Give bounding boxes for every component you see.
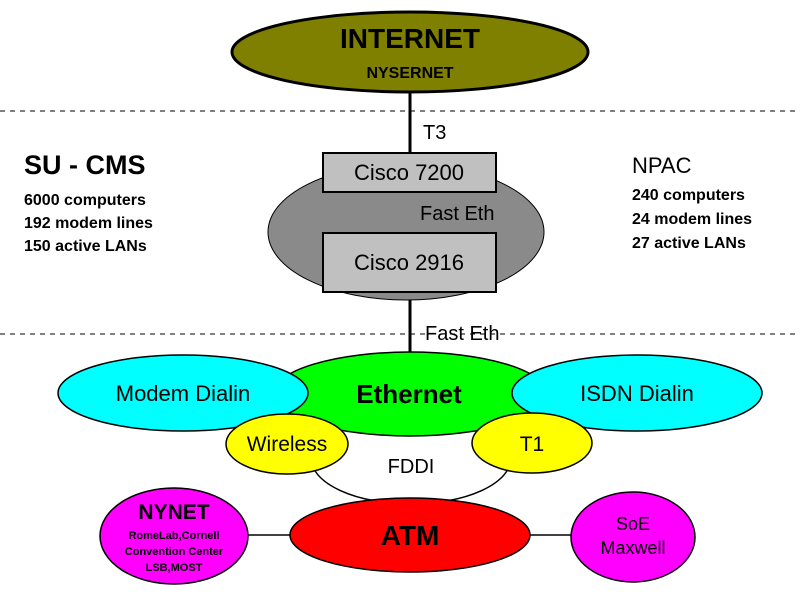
- modem-dialin-ellipse: [57, 354, 309, 432]
- npac-title: NPAC: [632, 153, 692, 178]
- cisco-7200-box: [322, 152, 497, 193]
- fddi-label: FDDI: [388, 456, 435, 478]
- cisco-2916-box: [322, 232, 497, 293]
- ethernet-label: Ethernet: [356, 379, 462, 409]
- isdn-dialin-label: ISDN Dialin: [580, 381, 694, 406]
- t1-label: T1: [520, 433, 545, 456]
- su-cms-line: 150 active LANs: [24, 238, 147, 255]
- isdn-dialin-ellipse: [511, 354, 763, 432]
- internet-subtitle: NYSERNET: [366, 65, 453, 82]
- su-cms-line: 6000 computers: [24, 192, 146, 209]
- fast-eth-bottom-label: Fast Eth: [425, 323, 499, 345]
- internet-title: INTERNET: [340, 23, 480, 54]
- npac-line: 240 computers: [632, 187, 745, 204]
- wireless-ellipse: [225, 413, 349, 475]
- t3-link-label: T3: [423, 122, 446, 144]
- nynet-line: LSB,MOST: [146, 562, 203, 574]
- nynet-ellipse: [99, 487, 249, 585]
- t1-ellipse: [471, 412, 593, 474]
- nynet-line: Convention Center: [125, 546, 224, 558]
- su-cms-line: 192 modem lines: [24, 215, 153, 232]
- atm-label: ATM: [381, 520, 440, 551]
- cisco-7200-label: Cisco 7200: [354, 160, 464, 185]
- su-cms-title: SU - CMS: [24, 150, 146, 180]
- fast-eth-top-label: Fast Eth: [420, 203, 494, 225]
- nynet-title: NYNET: [138, 501, 209, 524]
- atm-ellipse: [289, 497, 531, 573]
- npac-line: 24 modem lines: [632, 211, 752, 228]
- npac-line: 27 active LANs: [632, 235, 746, 252]
- wireless-label: Wireless: [247, 433, 328, 456]
- internet-ellipse: [230, 10, 590, 94]
- soe-label: SoE: [616, 514, 650, 534]
- nynet-line: RomeLab,Cornell: [128, 530, 219, 542]
- cisco-2916-label: Cisco 2916: [354, 250, 464, 275]
- soe-maxwell-ellipse: [570, 491, 696, 583]
- maxwell-label: Maxwell: [600, 538, 665, 558]
- modem-dialin-label: Modem Dialin: [116, 381, 251, 406]
